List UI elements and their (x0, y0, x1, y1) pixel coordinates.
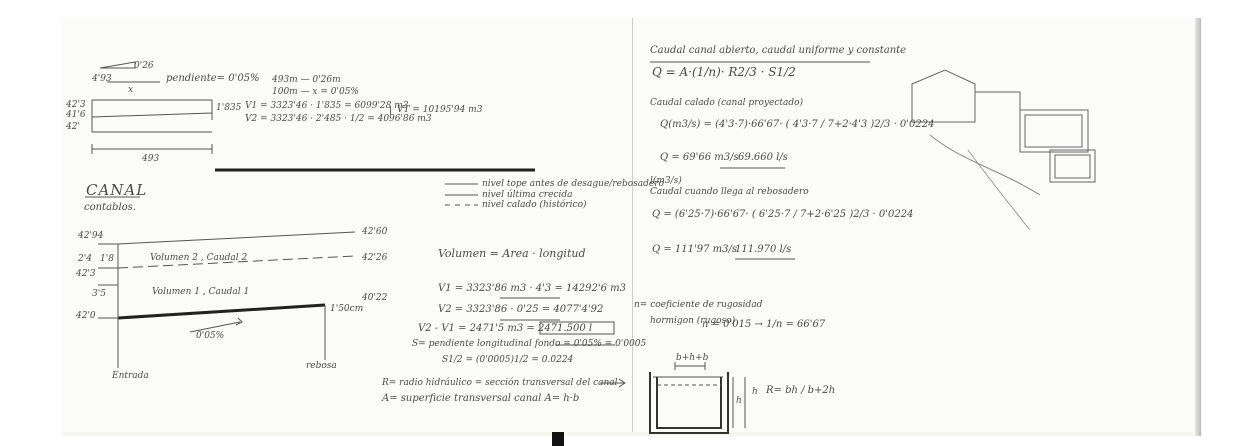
level-a-1: 42'3 (66, 100, 86, 110)
level-b-2: 42'3 (76, 269, 96, 279)
section-a-width-dim (91, 144, 213, 154)
manning-formula: Q = A·(1/n)· R2/3 · S1/2 (652, 65, 796, 79)
level-b-3: 42'0 (76, 311, 96, 321)
legend-line-3: nivel calado (histórico) (482, 200, 587, 210)
scale-line-1: 493m — 0'26m (272, 75, 341, 85)
mid-level-line (117, 255, 356, 269)
sub-heading-2: Caudal cuando llega al rebosadero (650, 187, 809, 197)
s-calculation: S1/2 = (0'0005)1/2 = 0.0224 (442, 355, 574, 365)
slope-label: 0'05% (196, 331, 225, 341)
v-calc-2: V2 = 3323'86 · 0'25 = 4077'4'92 (438, 304, 604, 315)
slope-x: x (128, 85, 134, 95)
canal-bed-line (117, 303, 326, 320)
q2-result-a: Q = 111'97 m3/s (652, 244, 738, 255)
right-page (633, 18, 1201, 432)
slope-triangle (99, 61, 136, 69)
page-edge (1195, 18, 1201, 436)
section-a-profile (91, 99, 213, 133)
volume-formula: Volumen = Area · longitud (438, 247, 586, 260)
left-page (62, 18, 633, 432)
v-calc-3: V2 - V1 = 2471'5 m3 = 2471.500 l (418, 323, 593, 334)
dim-b-2: 1'8 (100, 254, 114, 264)
q1-result-b: 69.660 l/s (738, 152, 788, 163)
q1-formula: Q(m3/s) = (4'3·7)·66'67· ( 4'3·7 / 7+2·4… (660, 119, 935, 130)
rebosa-label: rebosa (306, 361, 337, 371)
v-calc-1: V1 = 3323'86 m3 · 4'3 = 14292'6 m3 (438, 283, 626, 294)
right-heading: Caudal canal abierto, caudal uniforme y … (650, 45, 907, 56)
n-definition: n= coeficiente de rugosidad (634, 300, 763, 310)
section-a-dim: 1'835 (216, 103, 242, 113)
slope-arrow (189, 321, 241, 333)
canal-subtitle: contablos. (84, 202, 136, 213)
volume-total: VT = 10195'94 m3 (390, 106, 482, 115)
level-b-r3: 40'22 (362, 293, 388, 303)
entrada-label: Entrada (112, 371, 149, 381)
dim-b-1: 2'4 (78, 254, 92, 264)
volumen-1-label: Volumen 1 , Caudal 1 (152, 287, 250, 297)
q2-formula: Q = (6'25·7)·66'67· ( 6'25·7 / 7+2·6'25 … (652, 209, 914, 220)
canal-title: CANAL (86, 181, 148, 199)
n-value-b: n = 0'015 → 1/n = 66'67 (702, 319, 826, 330)
q1-result-a: Q = 69'66 m3/s (660, 152, 739, 163)
volume-v1: V1 = 3323'46 · 1'835 = 6099'28 m3 (245, 101, 409, 111)
q2-result-b: 111.970 l/s (735, 244, 792, 255)
legend-line-2: nivel última crecida (482, 190, 573, 200)
end-note: 1'50cm (330, 304, 364, 314)
volumen-2-label: Volumen 2 , Caudal 2 (150, 253, 248, 263)
level-a-3: 42' (66, 122, 80, 132)
volume-v2: V2 = 3323'46 · 2'485 · 1/2 = 4096'86 m3 (245, 114, 432, 124)
dim-b-3: 3'5 (92, 289, 106, 299)
units-note: l(m3/s) (650, 176, 682, 186)
r-definition: R= radio hidráulico = sección transversa… (382, 378, 618, 388)
building-sketch (911, 69, 1096, 231)
binding-clip (552, 432, 564, 446)
a-definition: A= superficie transversal canal A= h·b (382, 393, 580, 404)
n-value-a: hormigon (rugoso) (650, 316, 736, 326)
pendiente-note: pendiente= 0'05% (166, 73, 260, 84)
slope-run: 4'93 (92, 74, 112, 84)
legend-line-1: nivel tope antes de desague/rebosadero (482, 179, 664, 189)
section-a-width: 493 (142, 154, 160, 164)
diagram-h-right: h (752, 387, 758, 397)
channel-section-diagram (649, 362, 746, 434)
top-level-line (117, 231, 356, 245)
slope-drop: 0'26 (134, 61, 154, 71)
diagram-top-label: b+h+b (676, 353, 709, 363)
level-b-r1: 42'60 (362, 227, 388, 237)
diagram-h-left: h (736, 396, 742, 406)
scale-line-2: 100m — x = 0'05% (272, 87, 359, 97)
s-definition: S= pendiente longitudinal fondo = 0'05% … (412, 339, 647, 349)
diagram-r-formula: R= bh / b+2h (766, 385, 836, 396)
sub-heading-1: Caudal calado (canal proyectado) (650, 98, 804, 108)
level-b-1: 42'94 (78, 231, 104, 241)
level-a-2: 41'6 (66, 110, 86, 120)
level-b-r2: 42'26 (362, 253, 388, 263)
